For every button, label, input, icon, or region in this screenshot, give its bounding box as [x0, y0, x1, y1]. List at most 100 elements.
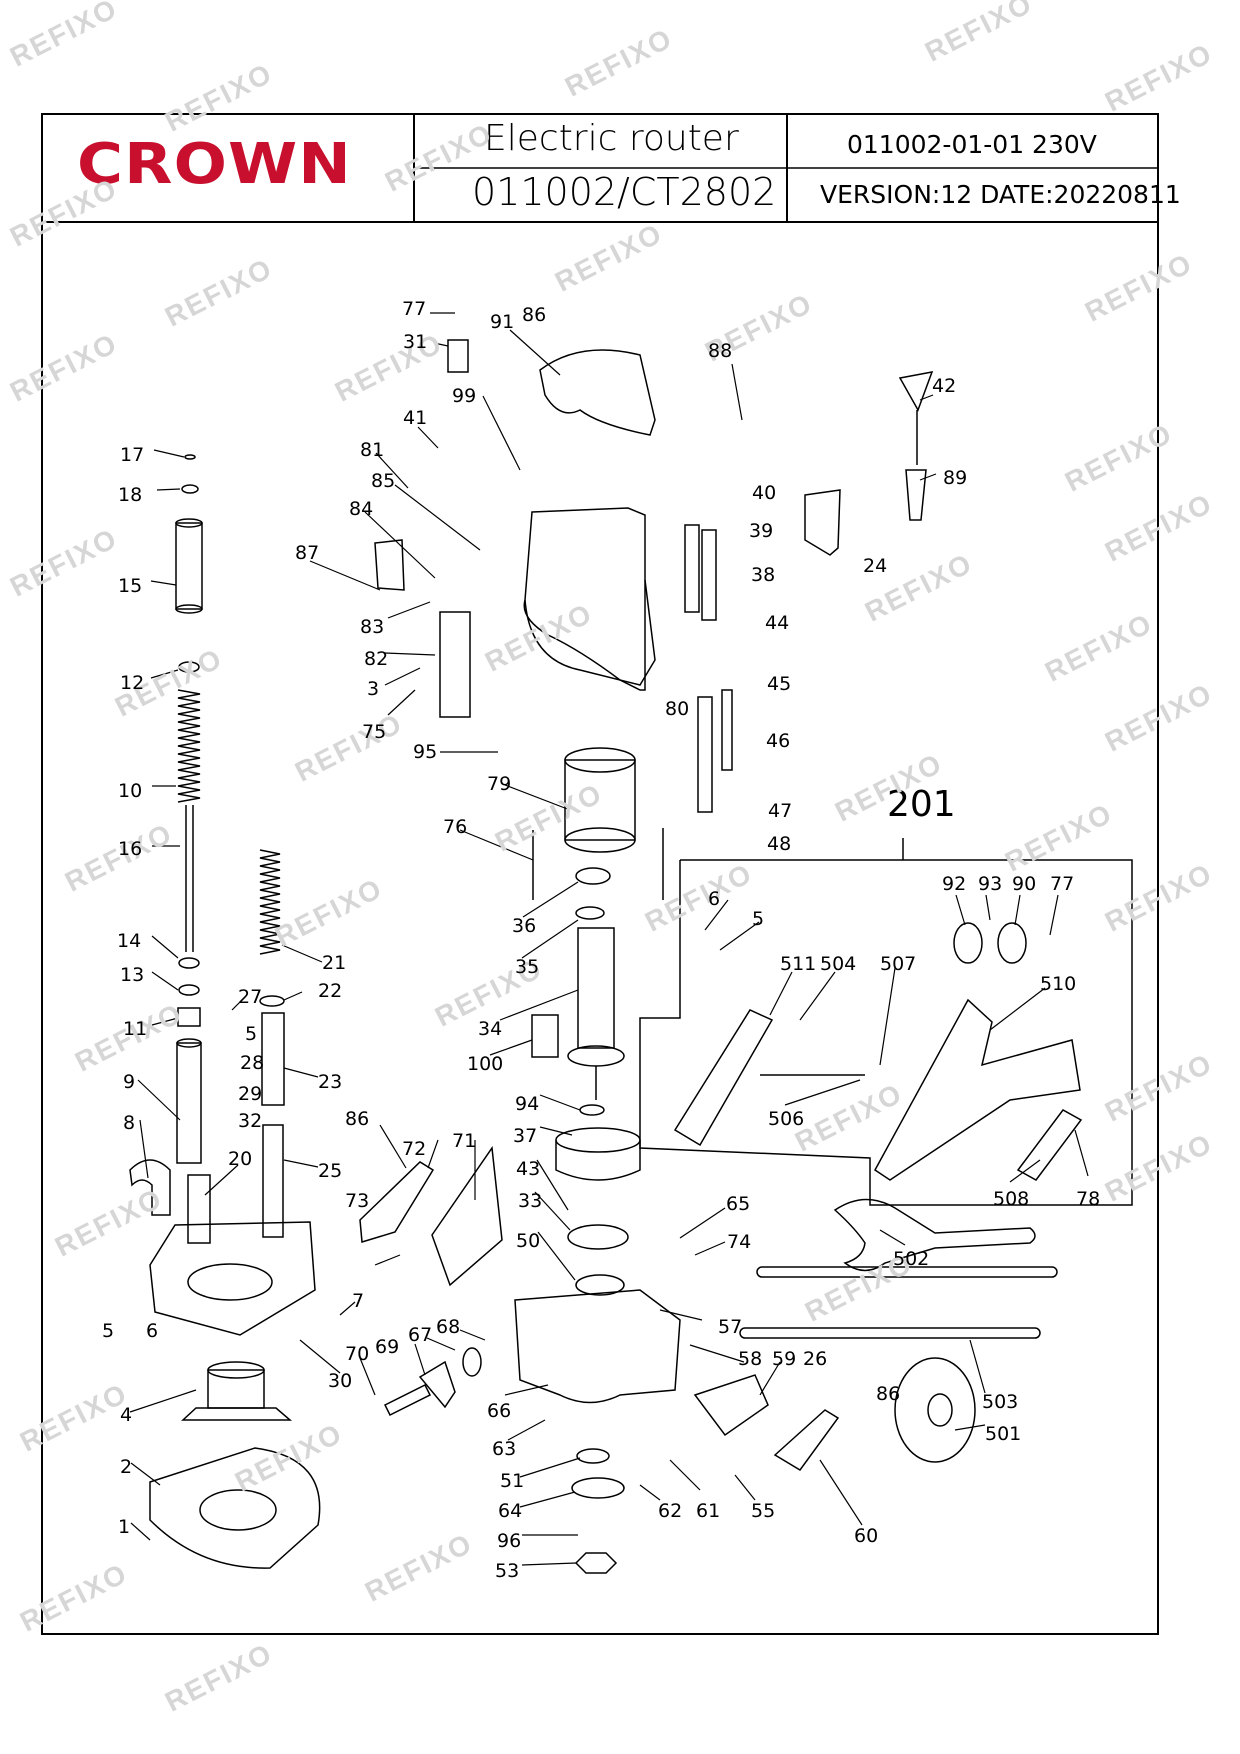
version-date: VERSION:12 DATE:20220811 — [820, 180, 1181, 209]
part-label: 57 — [718, 1316, 743, 1338]
part-knob-92 — [953, 922, 983, 964]
part-label: 25 — [318, 1160, 343, 1182]
part-plate-508 — [1016, 1109, 1083, 1181]
part-label: 41 — [403, 407, 428, 429]
part-label: 68 — [436, 1316, 461, 1338]
part-label: 61 — [696, 1500, 721, 1522]
part-ring-94 — [579, 1104, 605, 1116]
part-handle-71 — [431, 1145, 503, 1287]
part-label: 51 — [500, 1470, 525, 1492]
part-base-30 — [149, 1221, 316, 1336]
part-rail-39 — [684, 524, 700, 613]
leader-lines — [129, 312, 1089, 1566]
part-label: 29 — [238, 1083, 263, 1105]
part-rod-16 — [185, 805, 194, 952]
part-label: 22 — [318, 980, 343, 1002]
part-cover-37 — [555, 1127, 641, 1181]
part-label: 69 — [375, 1336, 400, 1358]
part-label: 40 — [752, 482, 777, 504]
part-label: 6 — [708, 888, 721, 910]
part-label: 24 — [863, 555, 888, 577]
part-switch-60 — [773, 1409, 840, 1471]
part-label: 55 — [751, 1500, 776, 1522]
part-housing — [523, 507, 646, 691]
part-label: 33 — [518, 1190, 543, 1212]
part-label: 94 — [515, 1093, 540, 1115]
part-label: 506 — [768, 1108, 805, 1130]
part-label: 76 — [443, 816, 468, 838]
part-label-87 — [374, 539, 405, 591]
part-label: 21 — [322, 952, 347, 974]
part-label: 75 — [362, 721, 387, 743]
part-label: 78 — [1076, 1188, 1101, 1210]
part-rail-38 — [701, 529, 717, 621]
part-base-hole — [187, 1263, 273, 1301]
part-code: 011002-01-01 230V — [847, 130, 1097, 159]
part-knob-31 — [447, 339, 469, 373]
part-nut-14 — [178, 957, 200, 969]
part-label: 48 — [767, 833, 792, 855]
group-201-outline — [639, 859, 1133, 1206]
part-label: 5 — [102, 1320, 115, 1342]
part-label: 501 — [985, 1423, 1022, 1445]
part-label: 23 — [318, 1071, 343, 1093]
part-label: 62 — [658, 1500, 683, 1522]
part-disc-501 — [894, 1357, 976, 1463]
part-label: 84 — [349, 498, 374, 520]
part-nut-53 — [574, 1552, 618, 1574]
part-label: 12 — [120, 672, 145, 694]
parts-drawing — [129, 339, 1083, 1574]
part-label: 50 — [516, 1230, 541, 1252]
part-switch-cover-59 — [693, 1374, 769, 1437]
part-label: 86 — [522, 304, 547, 326]
part-tube-20 — [187, 1174, 211, 1244]
part-armature-34 — [567, 927, 625, 1100]
part-label: 45 — [767, 673, 792, 695]
part-label: 18 — [118, 484, 143, 506]
document-title: Electric router — [484, 118, 739, 159]
part-label: 58 — [738, 1348, 763, 1370]
part-label: 80 — [665, 698, 690, 720]
part-washer-12 — [178, 661, 200, 673]
part-label: 88 — [708, 340, 733, 362]
part-guide-511 — [673, 1009, 774, 1147]
part-spring-21 — [259, 849, 281, 955]
part-knob-90 — [997, 922, 1027, 964]
part-label: 42 — [932, 375, 957, 397]
part-label: 7 — [352, 1290, 365, 1312]
part-plate-hole — [199, 1489, 277, 1531]
part-label: 59 — [772, 1348, 797, 1370]
part-label: 2 — [120, 1456, 133, 1478]
part-lever-69 — [418, 1360, 456, 1409]
part-label: 4 — [120, 1404, 133, 1426]
part-label: 11 — [123, 1018, 148, 1040]
part-label: 504 — [820, 953, 857, 975]
part-rod-503-upper — [756, 1266, 1058, 1278]
part-label: 34 — [478, 1018, 503, 1040]
part-label: 508 — [993, 1188, 1030, 1210]
part-label: 502 — [893, 1248, 930, 1270]
part-label: 20 — [228, 1148, 253, 1170]
part-label: 28 — [240, 1052, 265, 1074]
part-bolt-70 — [383, 1383, 432, 1417]
part-washer-17 — [184, 454, 196, 460]
part-label: 47 — [768, 800, 793, 822]
part-label: 510 — [1040, 973, 1077, 995]
part-bearing-35 — [575, 906, 605, 920]
part-label: 38 — [751, 564, 776, 586]
part-label: 99 — [452, 385, 477, 407]
sheet-border — [41, 113, 1159, 1635]
part-spring-10 — [177, 689, 201, 803]
part-label: 6 — [146, 1320, 159, 1342]
group-201-label: 201 — [887, 784, 956, 825]
model-number: 011002/CT2802 — [472, 170, 777, 214]
part-washer-13 — [178, 984, 200, 996]
part-label: 89 — [943, 467, 968, 489]
part-label: 91 — [490, 311, 515, 333]
part-label: 10 — [118, 780, 143, 802]
part-label: 15 — [118, 575, 143, 597]
part-label: 9 — [123, 1071, 136, 1093]
part-label: 26 — [803, 1348, 828, 1370]
part-label: 3 — [367, 678, 380, 700]
